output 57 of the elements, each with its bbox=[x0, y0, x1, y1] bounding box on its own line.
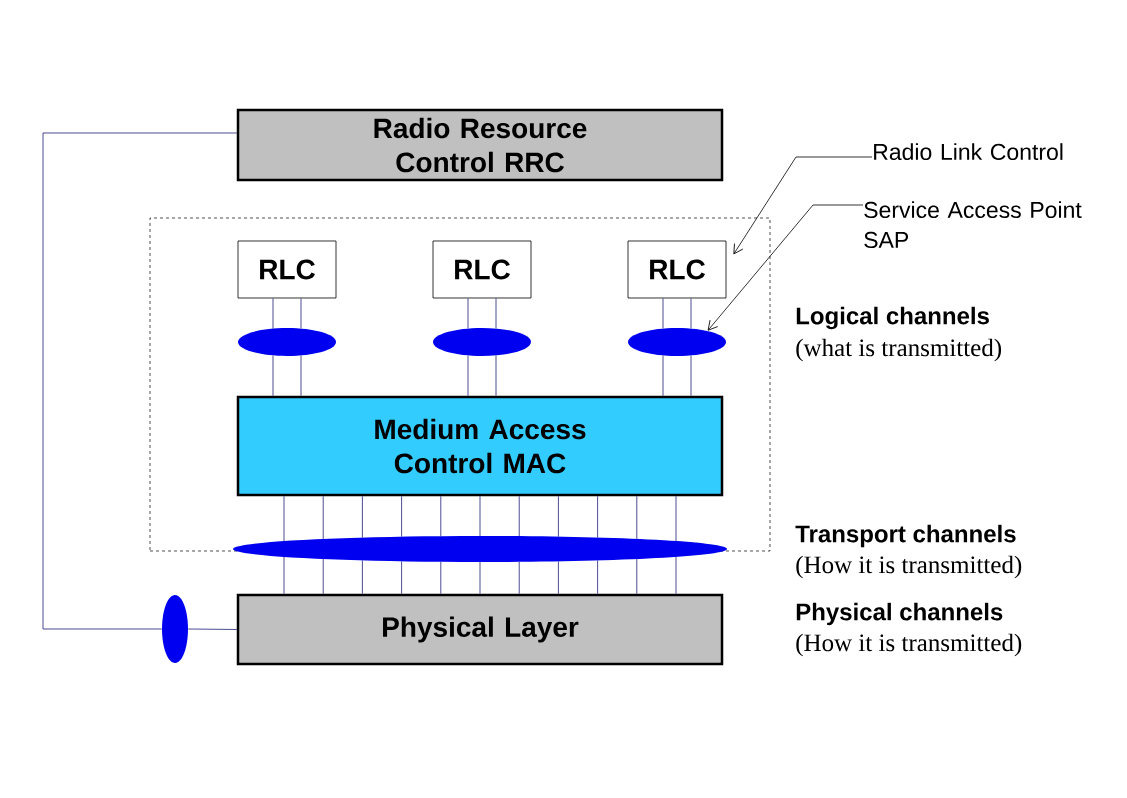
connector-line bbox=[187, 628, 238, 630]
channel-ellipse bbox=[233, 536, 727, 562]
connector-line bbox=[467, 355, 469, 397]
connector-line bbox=[636, 558, 638, 595]
layer-box: Radio Resource Control RRC bbox=[236, 108, 724, 182]
connector-line bbox=[440, 495, 442, 537]
connector-line bbox=[495, 355, 497, 397]
connector-line bbox=[322, 495, 324, 540]
access-point-ellipse bbox=[433, 328, 531, 356]
connector-line bbox=[401, 560, 402, 595]
channel-heading: Physical channels bbox=[796, 602, 1003, 626]
channel-description: (How it is transmitted) bbox=[796, 633, 1022, 657]
connector-line bbox=[662, 355, 664, 397]
channel-description: (what is transmitted) bbox=[796, 338, 1002, 362]
channel-description: (How it is transmitted) bbox=[796, 555, 1022, 579]
entity-box: RLC bbox=[627, 240, 727, 299]
connector-line bbox=[662, 298, 664, 329]
connector-line bbox=[518, 561, 520, 595]
connector-line bbox=[558, 560, 559, 595]
access-point-ellipse bbox=[238, 328, 336, 356]
connector-line bbox=[283, 495, 285, 542]
entity-box: RLC bbox=[237, 240, 337, 299]
connector-line bbox=[401, 495, 402, 538]
connector-line bbox=[322, 558, 324, 595]
connector-line bbox=[495, 298, 497, 329]
connector-line bbox=[558, 495, 559, 538]
connector-line bbox=[272, 298, 274, 329]
connector-line bbox=[690, 355, 692, 397]
channel-heading: Logical channels bbox=[796, 306, 989, 330]
entity-box: RLC bbox=[432, 240, 532, 299]
layer-box: Medium Access Control MAC bbox=[236, 395, 724, 497]
connector-line bbox=[636, 495, 638, 540]
connector-line bbox=[675, 495, 677, 542]
connector-line bbox=[479, 561, 481, 595]
leader-arrow bbox=[733, 156, 873, 255]
connector-line bbox=[675, 556, 677, 595]
channel-heading: Transport channels bbox=[795, 524, 1016, 548]
annotation-text: Radio Link Control bbox=[874, 143, 1063, 161]
channel-ellipse bbox=[162, 595, 188, 663]
connector-line bbox=[300, 298, 302, 329]
leader-arrow bbox=[707, 204, 864, 331]
connector-line bbox=[362, 560, 363, 595]
connector-line bbox=[479, 495, 481, 537]
connector-line bbox=[518, 495, 520, 537]
connector-line bbox=[597, 495, 598, 538]
connector-line bbox=[362, 495, 363, 538]
connector-line bbox=[283, 556, 285, 595]
connector-line bbox=[440, 561, 442, 595]
connector-line bbox=[467, 298, 469, 329]
connector-line bbox=[272, 355, 274, 397]
connector-line bbox=[42, 132, 238, 630]
connector-line bbox=[597, 560, 598, 595]
connector-line bbox=[690, 298, 692, 329]
layer-box: Physical Layer bbox=[236, 593, 724, 666]
connector-line bbox=[300, 355, 302, 397]
annotation-text: Service Access Point SAP bbox=[864, 201, 1082, 249]
access-point-ellipse bbox=[628, 328, 726, 356]
